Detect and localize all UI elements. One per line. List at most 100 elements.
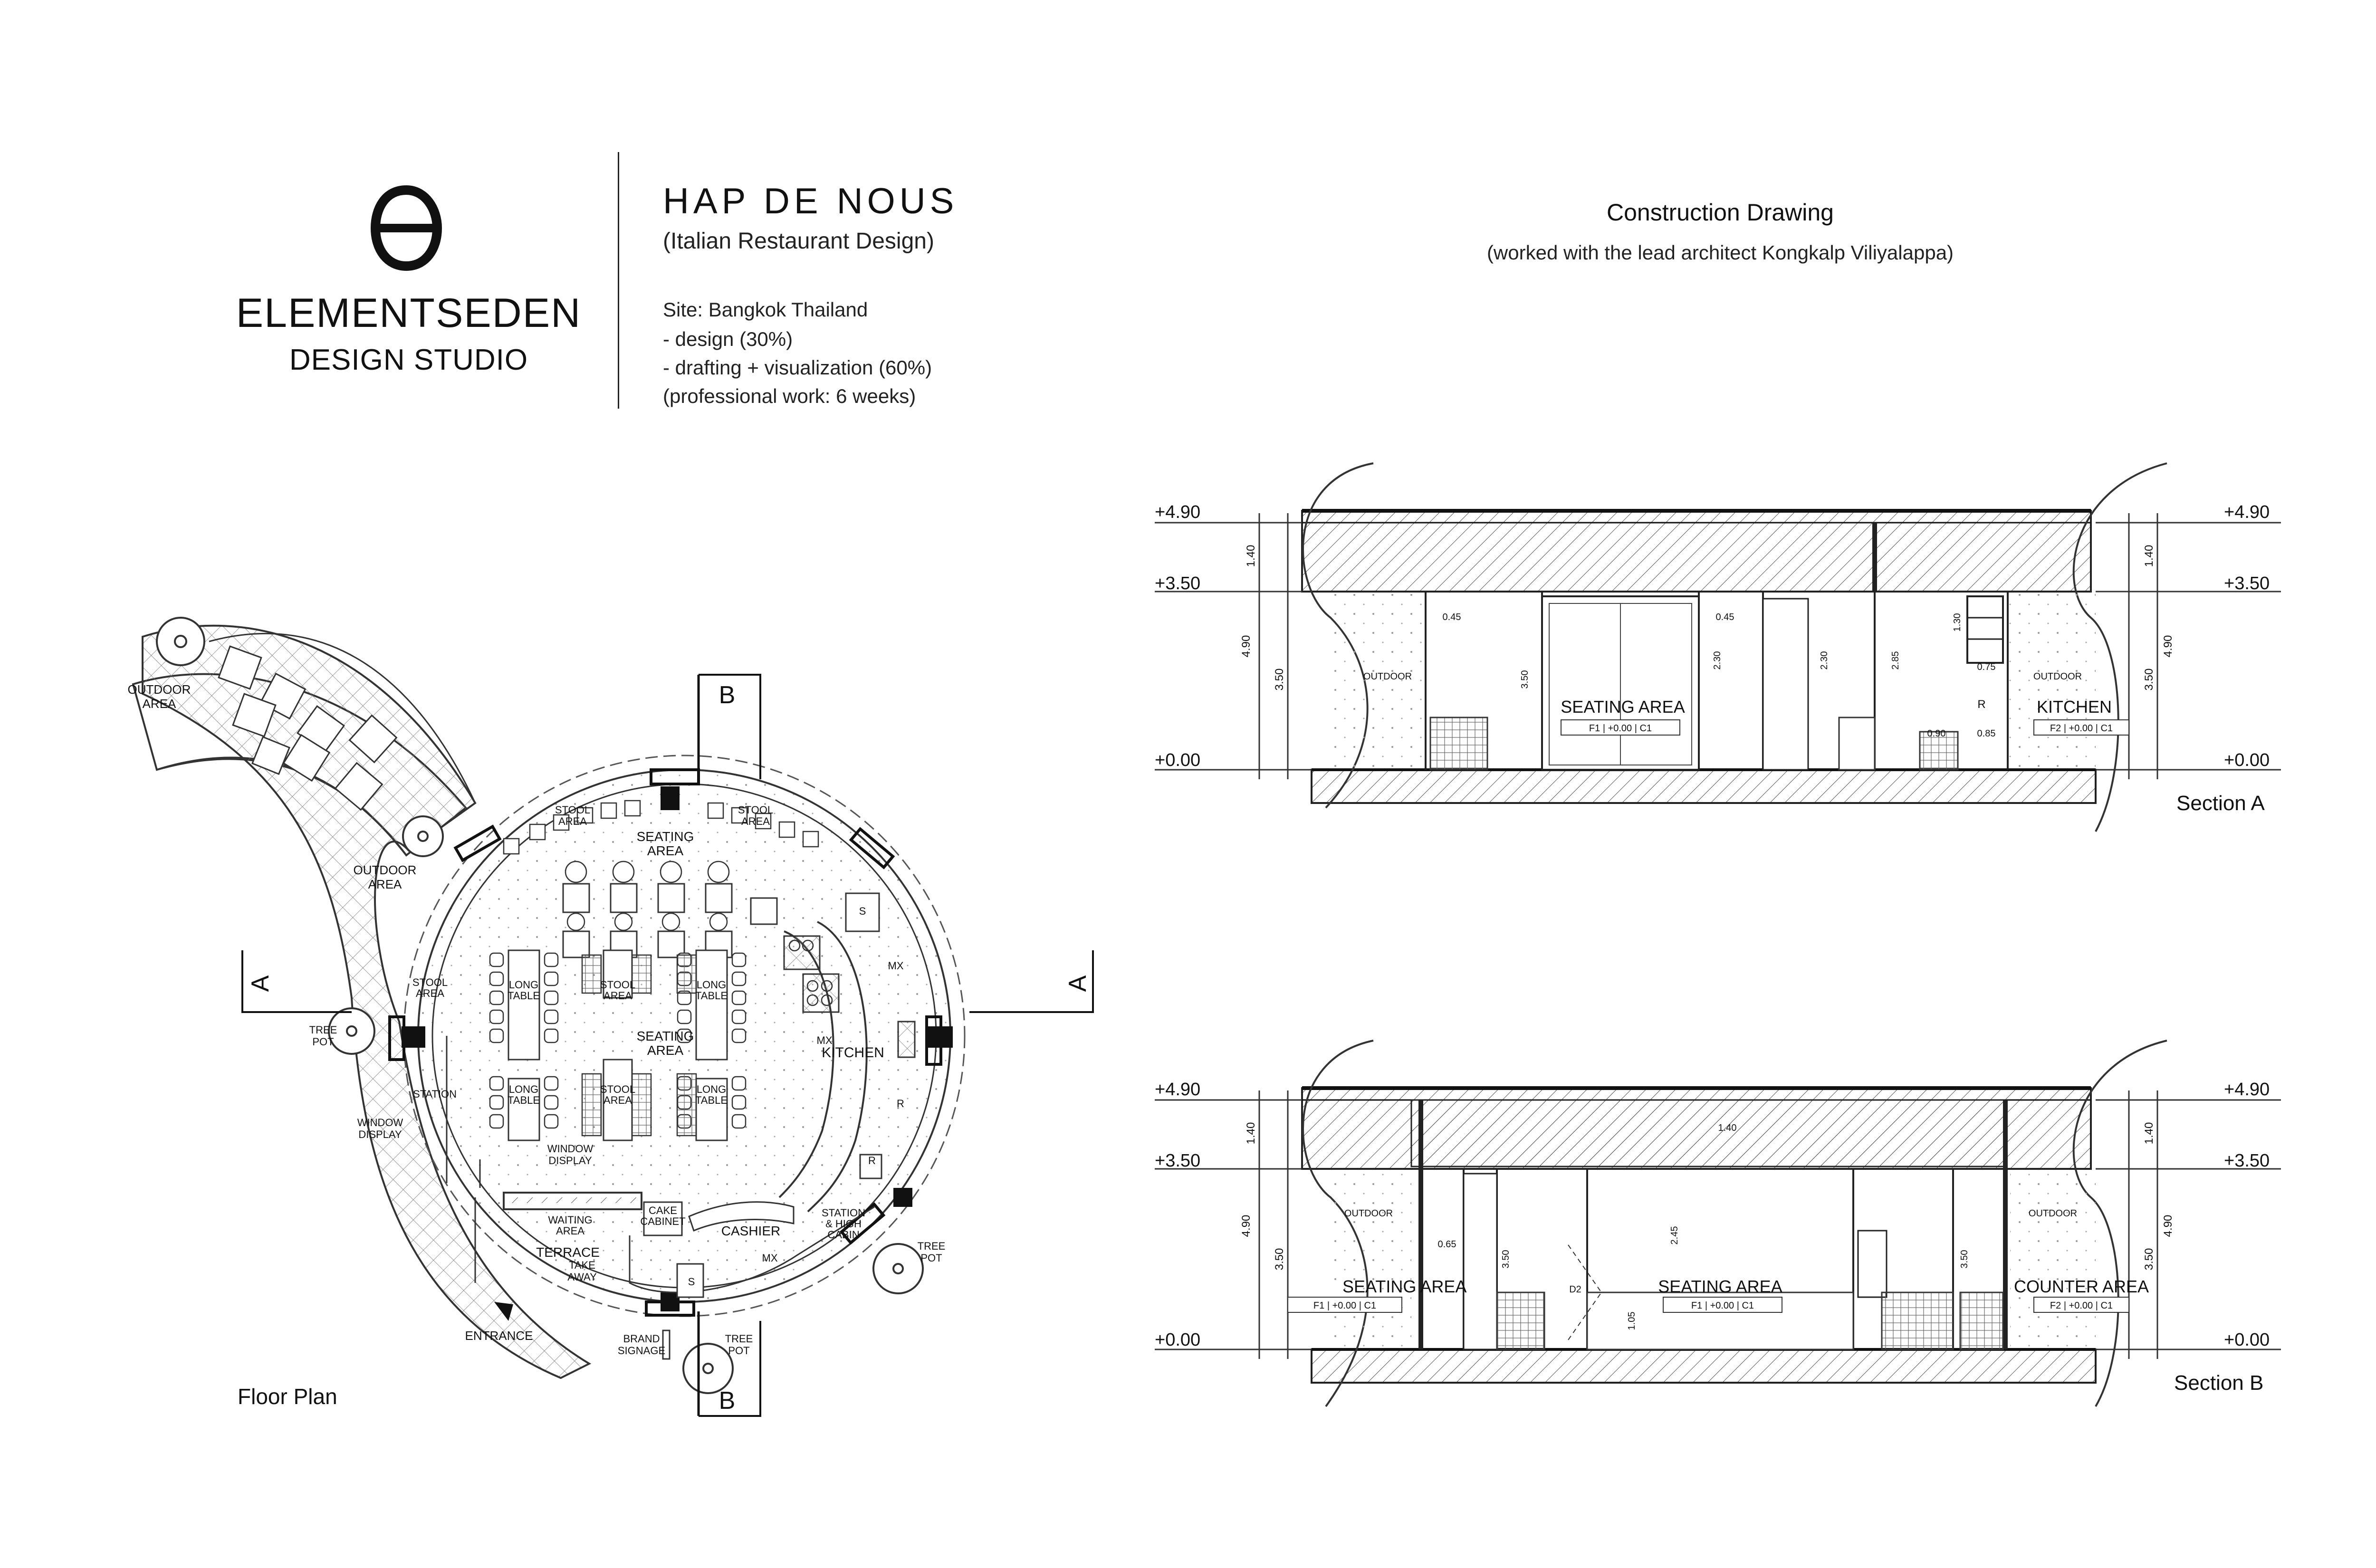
section-a-seating-area: SEATING AREA bbox=[1561, 697, 1685, 717]
label-long-table-1b: TABLE bbox=[508, 990, 540, 1002]
section-b-dim-350-right: 3.50 bbox=[2143, 1248, 2156, 1271]
label-station-left: STATION bbox=[413, 1088, 457, 1100]
section-b-dim-490-right: 4.90 bbox=[2162, 1215, 2175, 1237]
construction-title: Construction Drawing bbox=[1607, 199, 1834, 226]
section-a-dim-045-b: 0.45 bbox=[1716, 612, 1734, 622]
label-away: AWAY bbox=[567, 1271, 597, 1283]
section-b-dim-490-left: 4.90 bbox=[1240, 1215, 1253, 1237]
label-long-table-4b: TABLE bbox=[695, 1094, 728, 1106]
label-brand: BRAND bbox=[623, 1333, 660, 1345]
section-a-label-r: R bbox=[1977, 698, 1985, 711]
section-a-dim-140-left: 1.40 bbox=[1245, 545, 1257, 567]
label-waiting-area: WAITING bbox=[548, 1214, 592, 1226]
label-tree-pot-2: TREE bbox=[918, 1240, 946, 1252]
chair bbox=[731, 1009, 747, 1024]
outdoor-deck-area bbox=[142, 624, 592, 1379]
project-title: HAP DE NOUS bbox=[663, 181, 958, 221]
section-b-seating-area-middle: SEATING AREA bbox=[1658, 1277, 1782, 1296]
section-a-level-490-left: +4.90 bbox=[1155, 502, 1200, 522]
label-cake: CAKE bbox=[649, 1205, 677, 1216]
studio-name: ELEMENTSEDEN bbox=[236, 290, 582, 336]
label-window-display-2: WINDOW bbox=[547, 1143, 594, 1155]
section-b-dim-350-b: 3.50 bbox=[1959, 1250, 1970, 1269]
section-a-dim-350: 3.50 bbox=[1520, 670, 1530, 689]
section-a-caption: Section A bbox=[2176, 792, 2265, 815]
label-signage: SIGNAGE bbox=[618, 1345, 665, 1357]
chair bbox=[489, 1114, 504, 1129]
label-mx-2: MX bbox=[888, 960, 904, 972]
section-a-dim-075: 0.75 bbox=[1977, 662, 1996, 672]
label-stool-area-top-left-b: AREA bbox=[558, 815, 587, 827]
label-take: TAKE bbox=[569, 1259, 595, 1271]
project-subtitle: (Italian Restaurant Design) bbox=[663, 229, 934, 254]
floor-plan: OUTDOOR AREA OUTDOOR AREA TREE POT TREE … bbox=[128, 617, 1094, 1417]
chair bbox=[489, 952, 504, 967]
label-outdoor-area-1: OUTDOOR bbox=[128, 682, 191, 697]
section-mark-a-left: A bbox=[247, 975, 274, 992]
label-tree-pot-2b: POT bbox=[920, 1252, 942, 1264]
label-tree-pot-3: TREE bbox=[725, 1333, 753, 1345]
studio-subtitle: DESIGN STUDIO bbox=[289, 344, 528, 376]
label-r-1: R bbox=[897, 1098, 904, 1109]
section-b-dim-350-a: 3.50 bbox=[1501, 1250, 1511, 1269]
section-b-label-d2: D2 bbox=[1569, 1284, 1581, 1295]
section-b-dim-350-left: 3.50 bbox=[1273, 1248, 1286, 1271]
label-long-table-1: LONG bbox=[509, 979, 538, 991]
section-a-dim-045-a: 0.45 bbox=[1443, 612, 1461, 622]
label-stool-area-left: STOOL bbox=[412, 976, 448, 988]
label-stool-area-mid-1b: AREA bbox=[604, 990, 632, 1002]
chair bbox=[489, 1095, 504, 1110]
project-info-drafting: - drafting + visualization (60%) bbox=[663, 356, 932, 379]
section-b-level-490-right: +4.90 bbox=[2224, 1080, 2270, 1100]
section-b-outdoor-right: OUTDOOR bbox=[2029, 1208, 2077, 1219]
chair bbox=[731, 1095, 747, 1110]
chair bbox=[544, 990, 559, 1005]
chair bbox=[489, 971, 504, 986]
label-cashier: CASHIER bbox=[721, 1224, 780, 1238]
chair bbox=[731, 1028, 747, 1043]
chair bbox=[544, 1095, 559, 1110]
label-outdoor-area-2b: AREA bbox=[368, 877, 402, 891]
chair bbox=[731, 952, 747, 967]
chair bbox=[544, 1028, 559, 1043]
label-r-2: R bbox=[868, 1155, 876, 1166]
chair bbox=[489, 1076, 504, 1091]
label-stool-area-top-right-b: AREA bbox=[741, 815, 770, 827]
section-a-level-490-right: +4.90 bbox=[2224, 502, 2270, 522]
label-long-table-3: LONG bbox=[509, 1083, 538, 1095]
section-b-seating-area-left: SEATING AREA bbox=[1342, 1277, 1466, 1296]
section-a-level-000-left: +0.00 bbox=[1155, 750, 1200, 770]
section-mark-a-right: A bbox=[1064, 975, 1092, 992]
label-seating-area-top: SEATING bbox=[637, 829, 694, 844]
label-tree-pot-1b: POT bbox=[312, 1036, 334, 1048]
label-stool-area-mid-1: STOOL bbox=[600, 979, 635, 991]
section-b-dim-065: 0.65 bbox=[1438, 1239, 1456, 1250]
section-b-tag-1: F1 | +0.00 | C1 bbox=[1313, 1300, 1376, 1311]
section-a-dim-140-right: 1.40 bbox=[2143, 545, 2156, 567]
project-info-duration: (professional work: 6 weeks) bbox=[663, 385, 916, 407]
chair bbox=[677, 1009, 692, 1024]
section-b-caption: Section B bbox=[2174, 1371, 2263, 1395]
chair bbox=[489, 990, 504, 1005]
section-a-tag-1: F1 | +0.00 | C1 bbox=[1589, 723, 1652, 734]
studio-logo-icon bbox=[371, 185, 442, 271]
section-b-level-490-left: +4.90 bbox=[1155, 1080, 1200, 1100]
label-station-high-c: CABIN bbox=[827, 1229, 859, 1241]
label-entrance: ENTRANCE bbox=[465, 1329, 533, 1343]
section-a-dim-085: 0.85 bbox=[1977, 728, 1996, 739]
section-a-dim-490-left: 4.90 bbox=[1240, 635, 1253, 658]
label-tree-pot-3b: POT bbox=[728, 1345, 749, 1357]
chair bbox=[731, 1076, 747, 1091]
label-mx-3: MX bbox=[762, 1252, 778, 1264]
chair bbox=[731, 990, 747, 1005]
section-a: +4.90 +3.50 +0.00 +4.90 +3.50 +0.00 1.40… bbox=[1155, 462, 2281, 832]
section-b: +4.90 +3.50 +0.00 +4.90 +3.50 +0.00 1.40… bbox=[1155, 1040, 2281, 1407]
section-a-dim-230-b: 2.30 bbox=[1819, 651, 1830, 670]
project-info-design: - design (30%) bbox=[663, 328, 793, 350]
label-seating-area-top-b: AREA bbox=[647, 843, 684, 858]
label-stool-area-mid-2b: AREA bbox=[604, 1094, 632, 1106]
section-b-level-350-right: +3.50 bbox=[2224, 1151, 2270, 1171]
chair bbox=[489, 1009, 504, 1024]
floor-plan-caption: Floor Plan bbox=[238, 1384, 337, 1409]
section-a-dim-285: 2.85 bbox=[1890, 651, 1901, 670]
